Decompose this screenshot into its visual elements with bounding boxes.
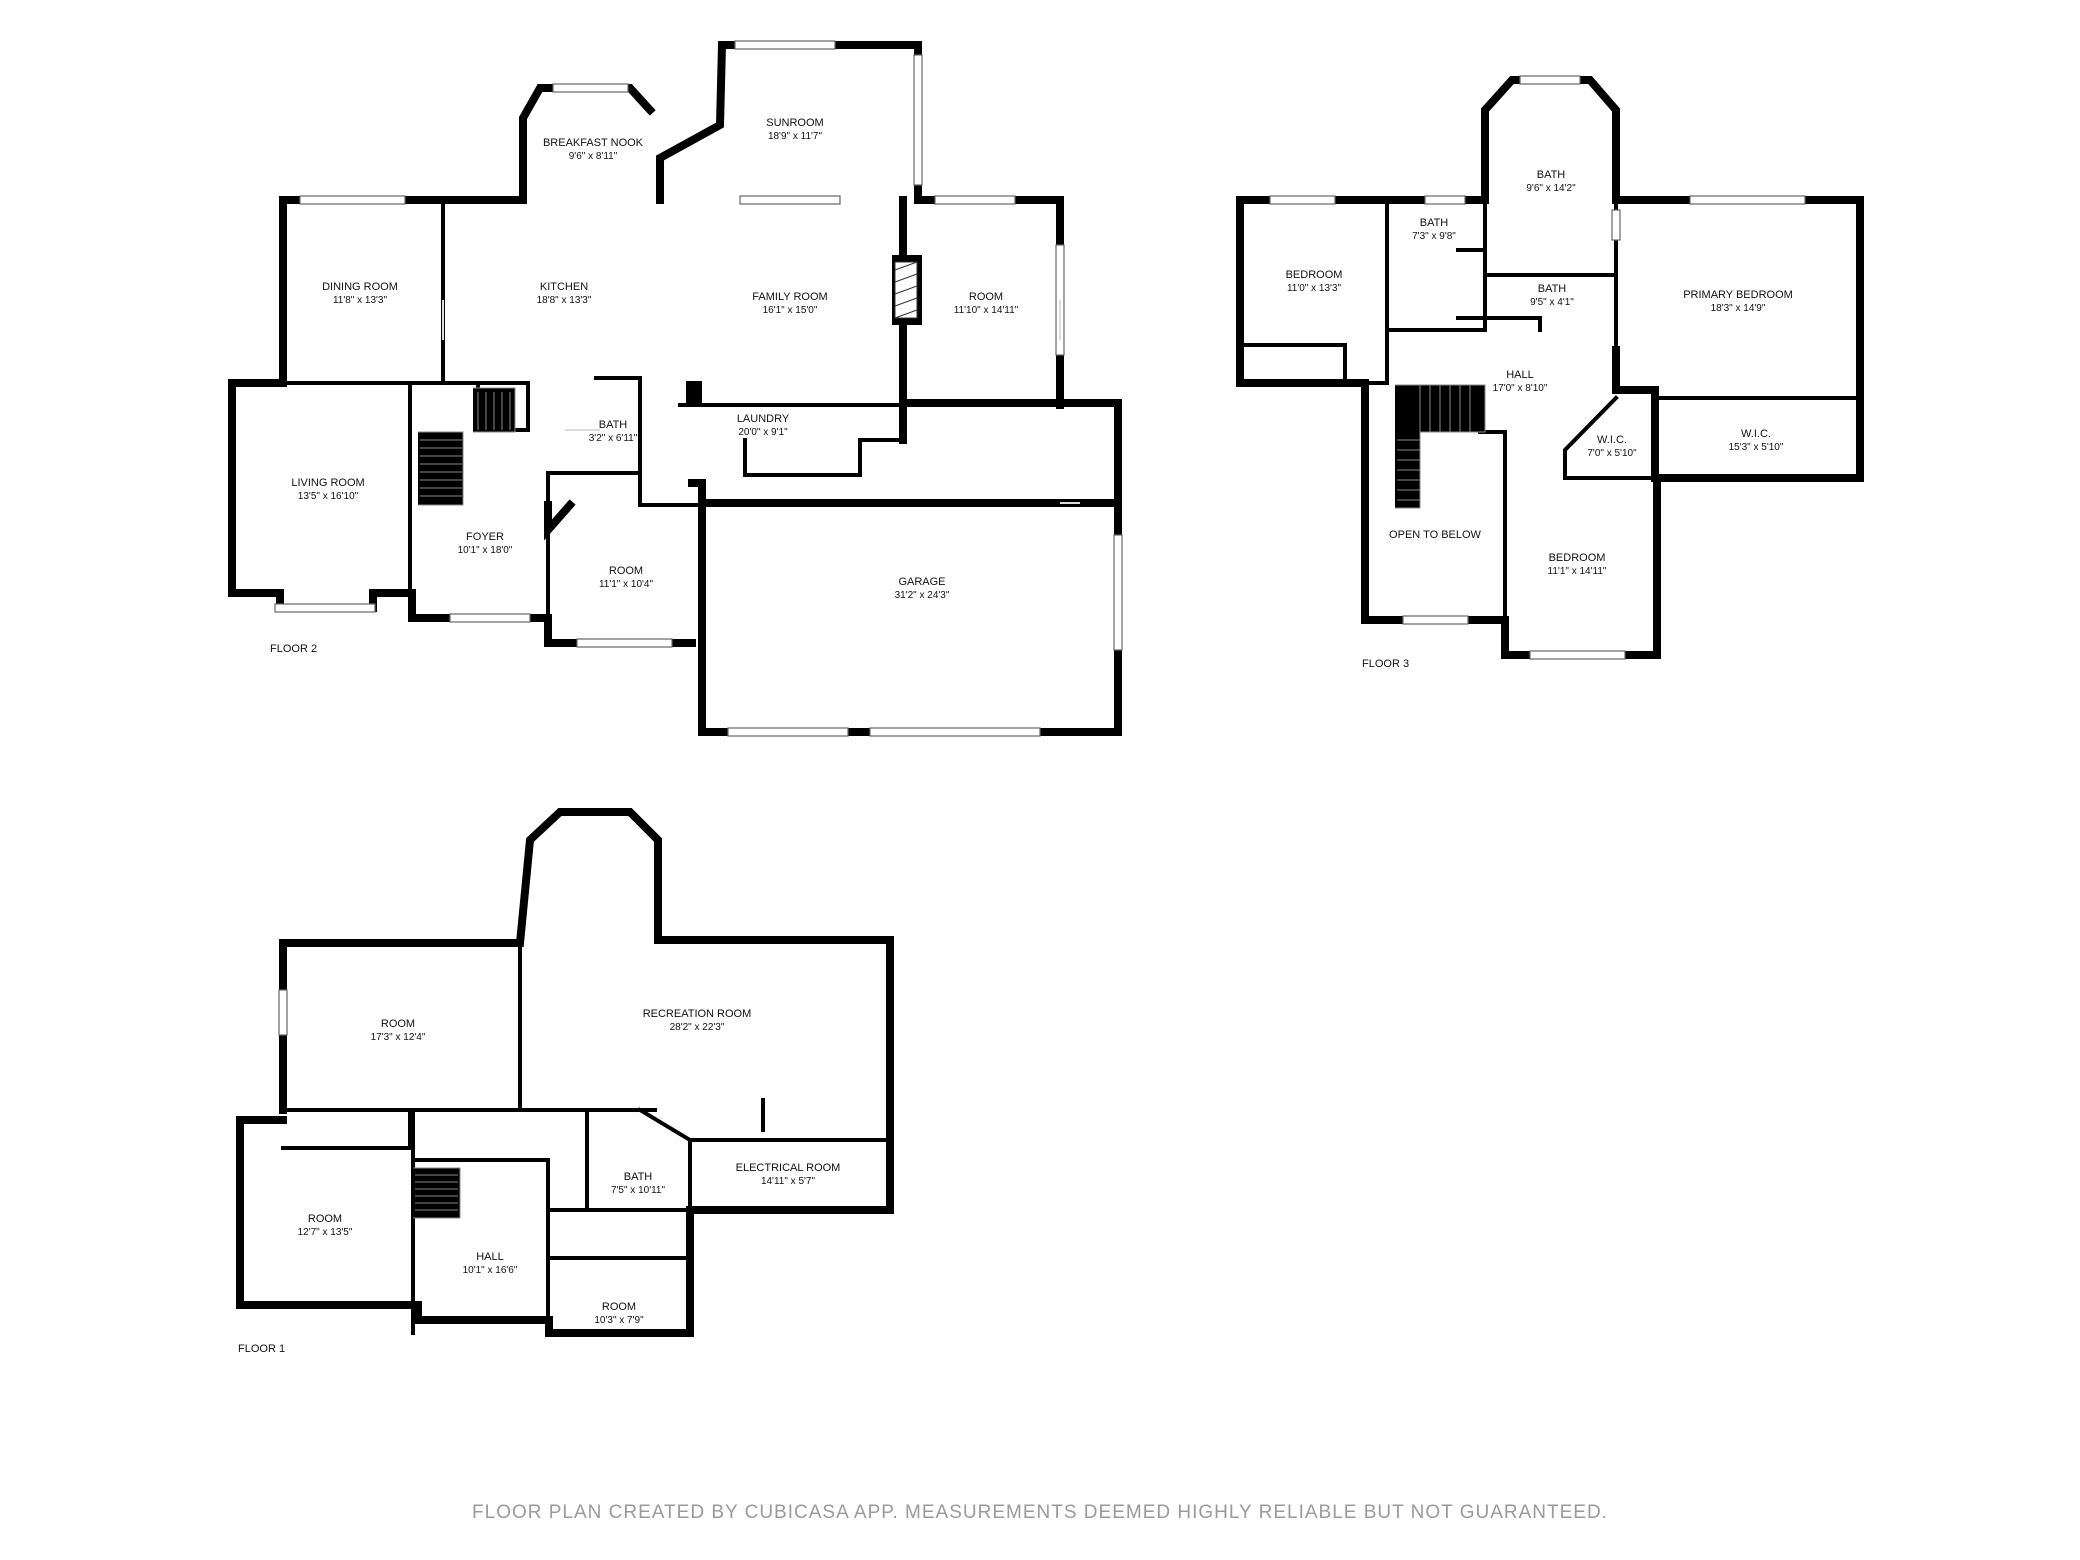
room-dims: 20'0" x 9'1" <box>738 427 788 438</box>
room-name: ELECTRICAL ROOM <box>736 1162 841 1174</box>
room-dims: 11'8" x 13'3" <box>333 295 388 306</box>
room-dims: 9'6" x 14'2" <box>1526 183 1576 194</box>
floor-label: FLOOR 2 <box>270 643 317 655</box>
floor-1-labels: ROOM 17'3" x 12'4" RECREATION ROOM 28'2"… <box>298 1008 841 1326</box>
floor-1-plan: ROOM 17'3" x 12'4" RECREATION ROOM 28'2"… <box>236 808 894 1355</box>
disclaimer-footer: FLOOR PLAN CREATED BY CUBICASA APP. MEAS… <box>472 1502 1608 1523</box>
room-name: KITCHEN <box>540 281 588 293</box>
windows <box>1269 75 1806 660</box>
room-dims: 14'11" x 5'7" <box>761 1176 816 1187</box>
room-dims: 13'5" x 16'10" <box>298 491 359 502</box>
room-dims: 7'0" x 5'10" <box>1587 448 1637 459</box>
room-name: HALL <box>1506 369 1534 381</box>
room-name: DINING ROOM <box>322 281 398 293</box>
stairs-icon <box>413 1167 461 1219</box>
floor-label: FLOOR 3 <box>1362 658 1409 670</box>
room-name: GARAGE <box>898 576 945 588</box>
room-name: ROOM <box>609 565 643 577</box>
room-name: ROOM <box>381 1018 415 1030</box>
room-name: BATH <box>1420 217 1449 229</box>
room-name: BATH <box>624 1171 653 1183</box>
room-name: LIVING ROOM <box>291 477 364 489</box>
stairs-icon <box>1395 384 1486 509</box>
room-dims: 16'1" x 15'0" <box>763 305 818 316</box>
floor-2-labels: BREAKFAST NOOK 9'6" x 8'11" SUNROOM 18'9… <box>291 117 1018 601</box>
room-dims: 11'0" x 13'3" <box>1287 283 1342 294</box>
windows <box>278 989 288 1036</box>
room-name: FOYER <box>466 531 504 543</box>
room-dims: 12'7" x 13'5" <box>298 1227 353 1238</box>
floor-3-labels: BATH 9'6" x 14'2" BEDROOM 11'0" x 13'3" … <box>1286 169 1793 577</box>
room-dims: 28'2" x 22'3" <box>670 1022 725 1033</box>
fireplace-icon <box>892 255 922 325</box>
room-name: ROOM <box>308 1213 342 1225</box>
room-name: BATH <box>599 419 628 431</box>
room-name: BEDROOM <box>1286 269 1343 281</box>
room-name: BATH <box>1538 283 1567 295</box>
room-dims: 10'1" x 16'6" <box>463 1265 518 1276</box>
room-dims: 11'10" x 14'11" <box>954 305 1019 316</box>
floor-label: FLOOR 1 <box>238 1343 285 1355</box>
room-dims: 31'2" x 24'3" <box>895 590 950 601</box>
room-name: OPEN TO BELOW <box>1389 529 1482 541</box>
room-dims: 18'9" x 11'7" <box>768 131 823 142</box>
room-dims: 17'0" x 8'10" <box>1493 383 1548 394</box>
room-name: FAMILY ROOM <box>752 291 827 303</box>
room-dims: 18'8" x 13'3" <box>537 295 592 306</box>
room-dims: 9'6" x 8'11" <box>569 151 618 162</box>
room-name: BREAKFAST NOOK <box>543 137 644 149</box>
room-name: ROOM <box>602 1301 636 1313</box>
room-dims: 11'1" x 10'4" <box>599 579 654 590</box>
room-name: BEDROOM <box>1549 552 1606 564</box>
room-dims: 9'5" x 4'1" <box>1530 297 1574 308</box>
room-dims: 10'1" x 18'0" <box>458 545 513 556</box>
room-name: W.I.C. <box>1741 428 1771 440</box>
room-name: LAUNDRY <box>737 413 790 425</box>
room-name: ROOM <box>969 291 1003 303</box>
room-dims: 10'3" x 7'9" <box>594 1315 644 1326</box>
room-dims: 11'1" x 14'11" <box>1548 566 1607 577</box>
room-name: BATH <box>1537 169 1566 181</box>
room-name: SUNROOM <box>766 117 823 129</box>
room-dims: 18'3" x 14'9" <box>1711 303 1766 314</box>
stairs-icon <box>418 387 516 506</box>
room-dims: 15'3" x 5'10" <box>1729 442 1784 453</box>
floor-2-plan: BREAKFAST NOOK 9'6" x 8'11" SUNROOM 18'9… <box>228 40 1123 737</box>
floor-3-plan: BATH 9'6" x 14'2" BEDROOM 11'0" x 13'3" … <box>1236 75 1864 670</box>
room-name: HALL <box>476 1251 504 1263</box>
room-dims: 7'3" x 9'8" <box>1412 231 1456 242</box>
room-dims: 17'3" x 12'4" <box>371 1032 426 1043</box>
room-name: RECREATION ROOM <box>643 1008 752 1020</box>
room-name: PRIMARY BEDROOM <box>1683 289 1793 301</box>
room-dims: 3'2" x 6'11" <box>589 433 638 444</box>
room-dims: 7'5" x 10'11" <box>611 1185 666 1196</box>
room-name: W.I.C. <box>1597 434 1627 446</box>
